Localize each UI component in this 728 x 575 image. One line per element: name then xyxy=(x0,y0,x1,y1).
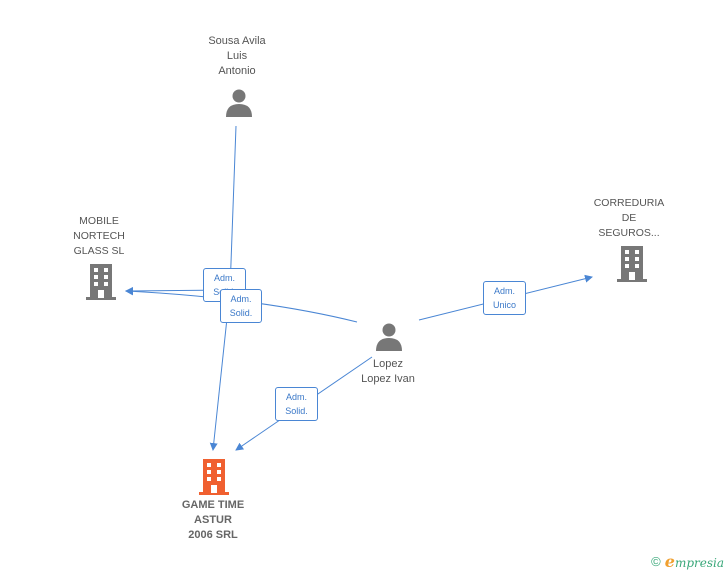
node-label-lopez: Lopez Lopez Ivan xyxy=(361,358,415,385)
person-icon[interactable] xyxy=(374,322,404,352)
node-label-sousa: Sousa Avila Luis Antonio xyxy=(208,35,266,77)
edge-label-lopez-mobile[interactable]: Adm. Solid. xyxy=(220,289,262,323)
node-label-game: GAME TIME ASTUR 2006 SRL xyxy=(181,499,245,541)
edge-label-lopez-game[interactable]: Adm. Solid. xyxy=(275,387,318,421)
brand-logo[interactable]: empresia xyxy=(664,552,724,571)
building-icon[interactable] xyxy=(616,246,648,282)
building-icon[interactable] xyxy=(85,264,117,300)
footer-brand: © empresia xyxy=(651,552,724,571)
edge-label-lopez-correduria[interactable]: Adm. Unico xyxy=(483,281,526,315)
node-label-correduria: CORREDURIA DE SEGUROS... xyxy=(593,197,665,239)
node-label-mobile: MOBILE NORTECH GLASS SL xyxy=(73,215,125,257)
copyright-symbol: © xyxy=(651,554,661,569)
building-icon[interactable] xyxy=(198,459,230,495)
edge-sousa-mobile xyxy=(125,125,237,295)
person-icon[interactable] xyxy=(224,88,254,118)
